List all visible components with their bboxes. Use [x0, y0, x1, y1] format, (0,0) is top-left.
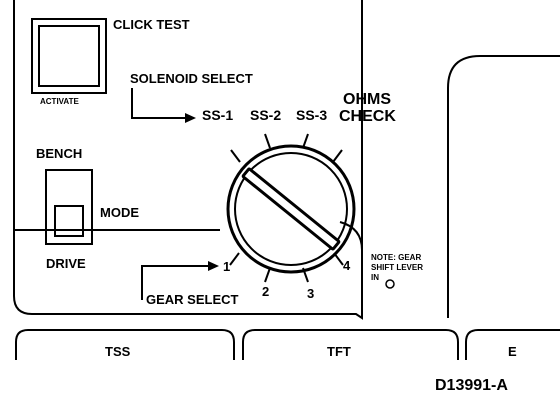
selector-dial[interactable] [226, 148, 356, 278]
panel-outline [13, 0, 363, 320]
solenoid-arrow-head [185, 113, 196, 123]
mode-label: MODE [100, 205, 139, 220]
figure-id: D13991-A [435, 377, 508, 394]
solenoid-arrow-line [131, 88, 185, 119]
gear-position-1[interactable]: 1 [223, 259, 231, 274]
tick-ss1 [230, 149, 241, 163]
gear-arrow-head [208, 261, 219, 271]
mode-switch-housing [45, 169, 93, 245]
activate-button-frame [31, 18, 107, 94]
gear-position-4[interactable]: 4 [343, 258, 351, 273]
note-line-2: SHIFT LEVER [371, 263, 424, 272]
right-panel-outline [447, 55, 560, 318]
dial-ticks [229, 133, 344, 283]
note-line-3: IN [371, 273, 379, 282]
solenoid-select-label: SOLENOID SELECT [130, 71, 253, 86]
mode-switch-lever [54, 205, 84, 237]
gear-select-label: GEAR SELECT [146, 292, 239, 307]
tick-ss2 [264, 133, 271, 149]
tab-e[interactable]: E [508, 344, 517, 359]
check-label[interactable]: CHECK [339, 108, 396, 125]
activate-label: ACTIVATE [40, 97, 79, 106]
tab-e-outline [465, 329, 560, 360]
gear-position-3[interactable]: 3 [307, 286, 315, 301]
tick-ohms [332, 149, 343, 163]
note-circle [385, 279, 395, 289]
dial-pointer [241, 167, 341, 251]
tick-1 [229, 252, 240, 266]
gear-arrow-line [141, 265, 208, 300]
bench-label: BENCH [36, 146, 83, 161]
tab-tft[interactable]: TFT [327, 344, 351, 359]
mode-toggle-switch[interactable] [46, 170, 92, 244]
tick-ss3 [302, 133, 309, 149]
panel-divider-right [339, 221, 363, 251]
tab-tss-outline [15, 329, 235, 360]
position-ss2[interactable]: SS-2 [250, 107, 282, 123]
position-ss3[interactable]: SS-3 [296, 107, 328, 123]
drive-label: DRIVE [46, 256, 86, 271]
dial-outer-ring [226, 144, 356, 274]
note-line-1: NOTE: GEAR [371, 253, 422, 262]
activate-button[interactable] [32, 19, 106, 93]
tab-tft-outline [242, 329, 459, 360]
click-test-label: CLICK TEST [113, 17, 190, 32]
tick-2 [264, 267, 271, 283]
tab-tss[interactable]: TSS [105, 344, 131, 359]
gear-position-2[interactable]: 2 [262, 284, 270, 299]
activate-button-inner [38, 25, 100, 87]
dial-inner-ring [234, 152, 348, 266]
position-ss1[interactable]: SS-1 [202, 107, 234, 123]
ohms-label[interactable]: OHMS [343, 91, 391, 108]
